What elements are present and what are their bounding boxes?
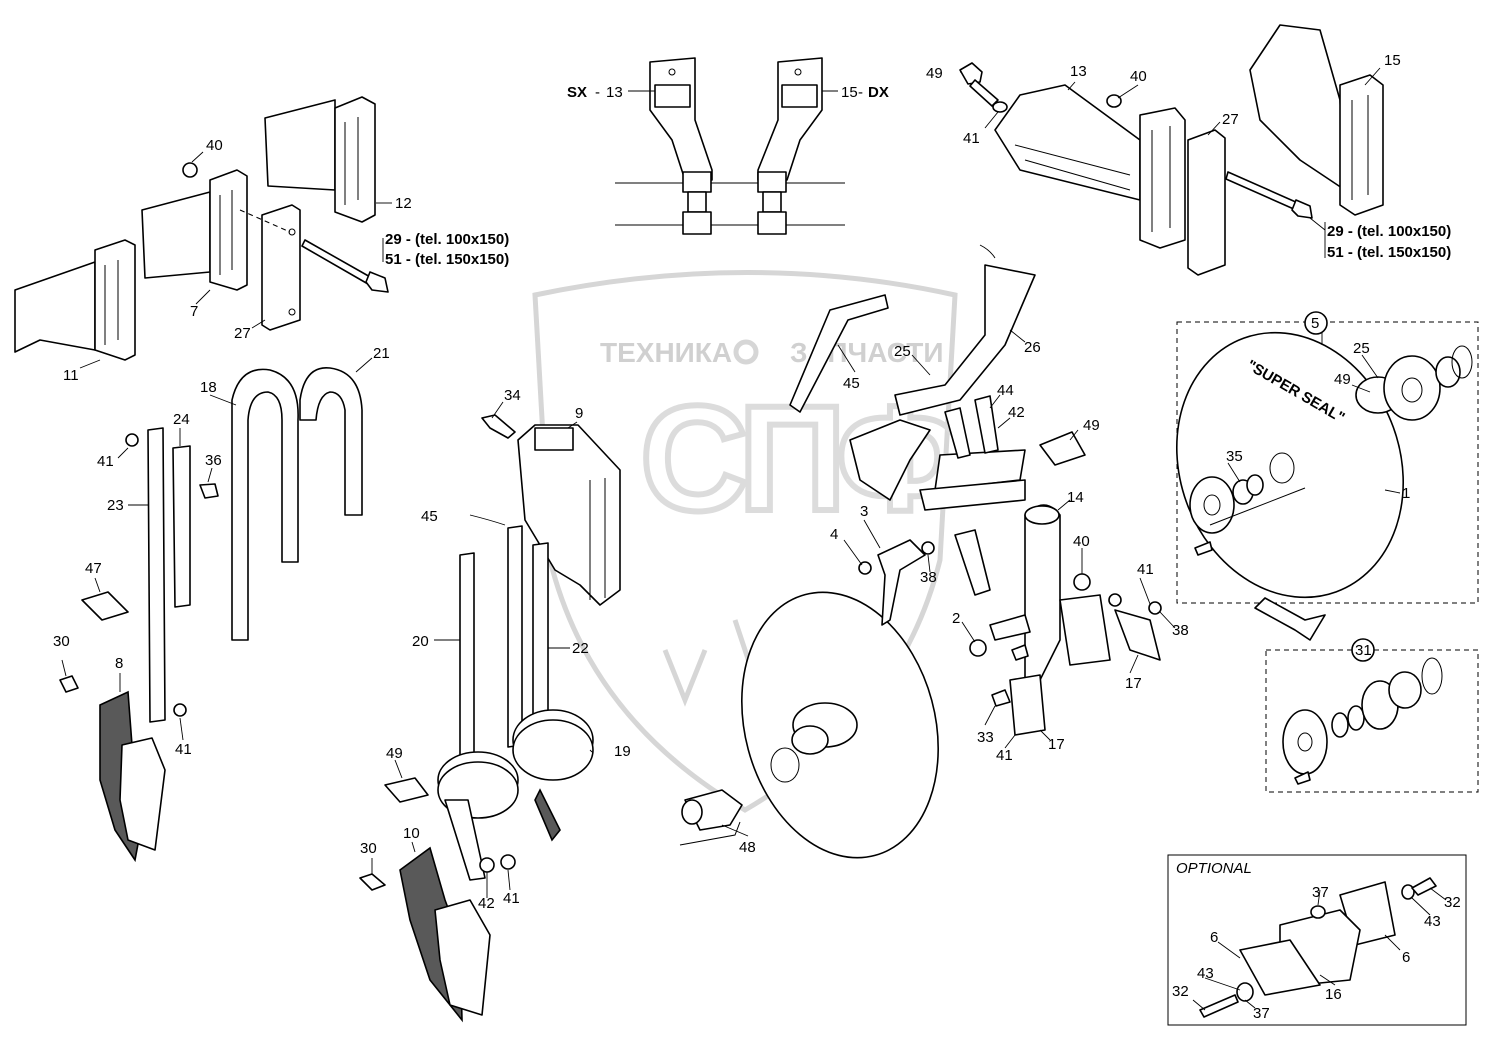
callout: 41	[503, 890, 520, 907]
callout: 7	[190, 303, 198, 320]
callout-circle	[1351, 638, 1375, 662]
callout: 49	[1334, 371, 1351, 388]
note-right-29: 29 - (tel. 100x150)	[1327, 223, 1451, 240]
callout: 26	[1024, 339, 1041, 356]
dx-dash: -	[858, 84, 863, 101]
callout: 42	[478, 895, 495, 912]
note-left-51: 51 - (tel. 150x150)	[385, 251, 509, 268]
callout: 25	[894, 343, 911, 360]
callout: 22	[572, 640, 589, 657]
disc-assembly	[469, 244, 1162, 859]
callout: 35	[1226, 448, 1243, 465]
callout: 40	[1130, 68, 1147, 85]
bracket-assembly-left	[14, 96, 389, 361]
tine-assembly-left	[59, 367, 363, 863]
callout: 1	[1402, 485, 1410, 502]
callout: 49	[386, 745, 403, 762]
callout: 48	[739, 839, 756, 856]
gear-icon	[733, 339, 759, 365]
callout: 36	[205, 452, 222, 469]
callout: 41	[963, 130, 980, 147]
callout: 49	[926, 65, 943, 82]
callout: 41	[97, 453, 114, 470]
callout: 33	[977, 729, 994, 746]
callout: 13	[1070, 63, 1087, 80]
callout: 31	[1355, 642, 1372, 659]
callout: 2	[952, 610, 960, 627]
callout: 3	[860, 503, 868, 520]
callout: 47	[85, 560, 102, 577]
callout: 42	[1008, 404, 1025, 421]
optional-title: OPTIONAL	[1176, 860, 1252, 877]
callout: 6	[1402, 949, 1410, 966]
callout: 34	[504, 387, 521, 404]
callout: 11	[63, 367, 79, 384]
arrow-down-icon	[1254, 597, 1326, 641]
callout: 30	[53, 633, 70, 650]
callout: 5	[1311, 315, 1319, 332]
callout: 38	[920, 569, 937, 586]
callout: 17	[1048, 736, 1065, 753]
callout: 41	[1137, 561, 1154, 578]
callout: 14	[1067, 489, 1084, 506]
callout: 40	[1073, 533, 1090, 550]
callout: 19	[614, 743, 631, 760]
callout: 49	[1083, 417, 1100, 434]
sx-dash: -	[595, 84, 600, 101]
callout: 18	[200, 379, 217, 396]
callout: 43	[1197, 965, 1214, 982]
sx-number: 13	[606, 84, 623, 101]
callout: 41	[996, 747, 1013, 764]
dx-number: 15	[841, 84, 858, 101]
callout: 9	[575, 405, 583, 422]
callout: 27	[1222, 111, 1239, 128]
sx-dx-frame-detail	[615, 57, 845, 235]
callout: 20	[412, 633, 429, 650]
leader-lines	[61, 67, 1447, 1011]
callout: 37	[1253, 1005, 1270, 1022]
callout: 12	[395, 195, 412, 212]
callout: 15	[1384, 52, 1401, 69]
callout: 37	[1312, 884, 1329, 901]
callout-labels: SX - 13 15 - DX 29 - (tel. 100x150) 51 -…	[53, 52, 1461, 1022]
callout: 4	[830, 526, 838, 543]
dx-label: DX	[868, 84, 889, 101]
note-left-29: 29 - (tel. 100x150)	[385, 231, 509, 248]
callout: 10	[403, 825, 420, 842]
watermark: ТЕХНИКА ЗАПЧАСТИ СПФ	[532, 270, 972, 813]
callout-circle	[1304, 311, 1328, 335]
tine-assembly-center	[359, 414, 621, 1023]
optional-parts-box: OPTIONAL	[1167, 854, 1467, 1026]
callout: 32	[1444, 894, 1461, 911]
sx-label: SX	[567, 84, 587, 101]
bracket-assembly-right	[959, 24, 1384, 276]
note-right-51: 51 - (tel. 150x150)	[1327, 244, 1451, 261]
callout: 38	[1172, 622, 1189, 639]
callout: 41	[175, 741, 192, 758]
callout: 25	[1353, 340, 1370, 357]
callout: 45	[843, 375, 860, 392]
super-seal-hub-detail: "SUPER SEAL"	[1175, 321, 1479, 641]
callout: 24	[173, 411, 190, 428]
callout: 45	[421, 508, 438, 525]
callout: 43	[1424, 913, 1441, 930]
callout: 17	[1125, 675, 1142, 692]
callout: 30	[360, 840, 377, 857]
callout: 23	[107, 497, 124, 514]
callout: 27	[234, 325, 251, 342]
callout: 8	[115, 655, 123, 672]
bearing-kit-detail	[1265, 649, 1479, 793]
callout: 6	[1210, 929, 1218, 946]
callout: 21	[373, 345, 390, 362]
callout: 44	[997, 382, 1014, 399]
callout: 32	[1172, 983, 1189, 1000]
watermark-left-word: ТЕХНИКА	[600, 337, 732, 368]
callout: 40	[206, 137, 223, 154]
callout: 16	[1325, 986, 1342, 1003]
